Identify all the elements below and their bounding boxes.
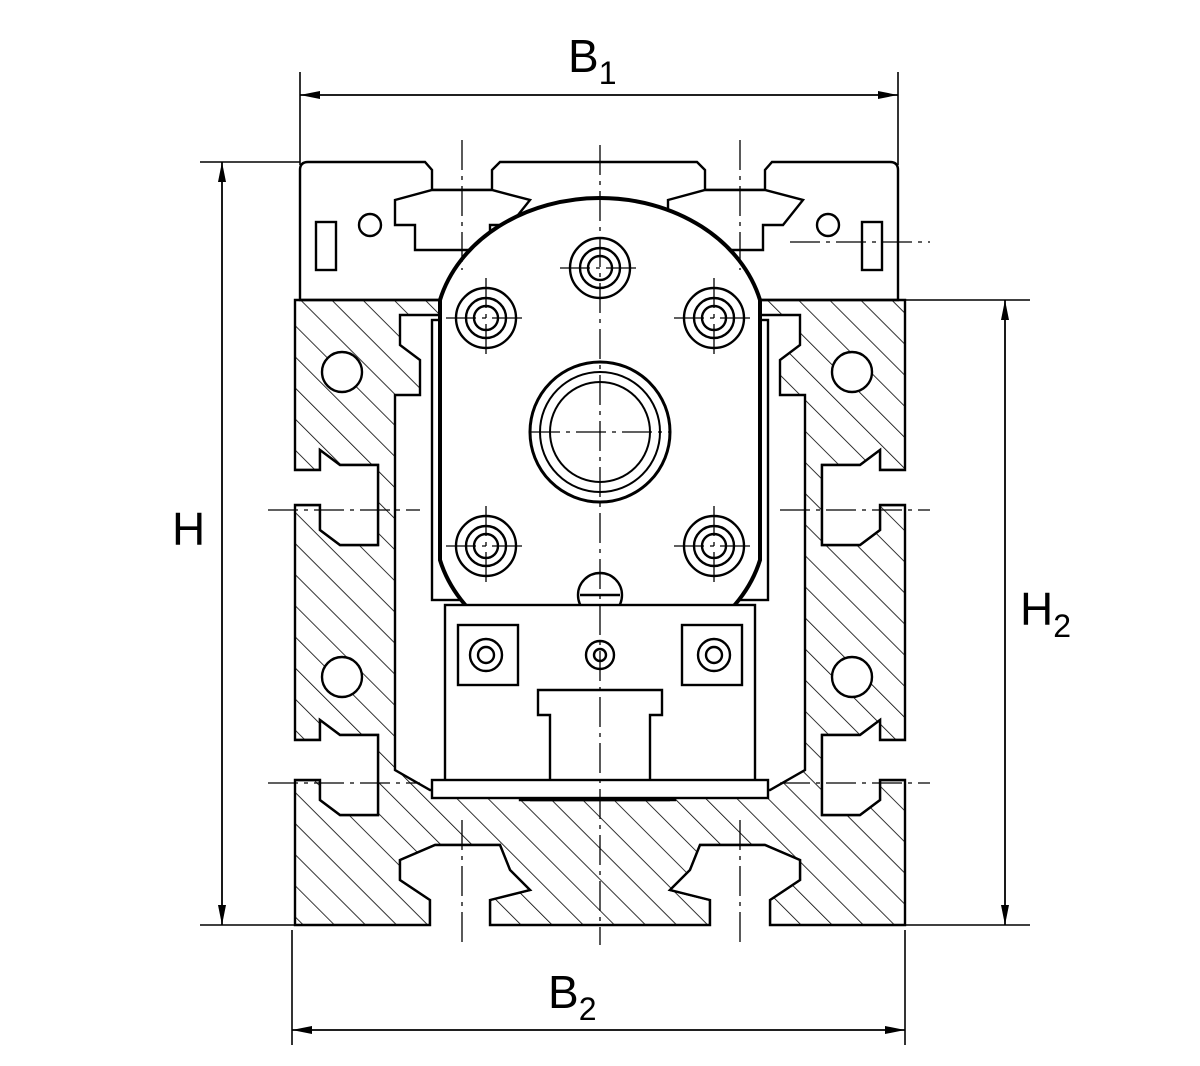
h-label: H xyxy=(172,503,205,555)
b2-label: B2 xyxy=(548,966,596,1027)
center-lines xyxy=(268,140,930,945)
extension-lines xyxy=(200,72,1030,1045)
h2-label: H2 xyxy=(1020,583,1071,644)
dimension-lines xyxy=(218,91,1009,1034)
b1-label: B1 xyxy=(568,30,616,91)
